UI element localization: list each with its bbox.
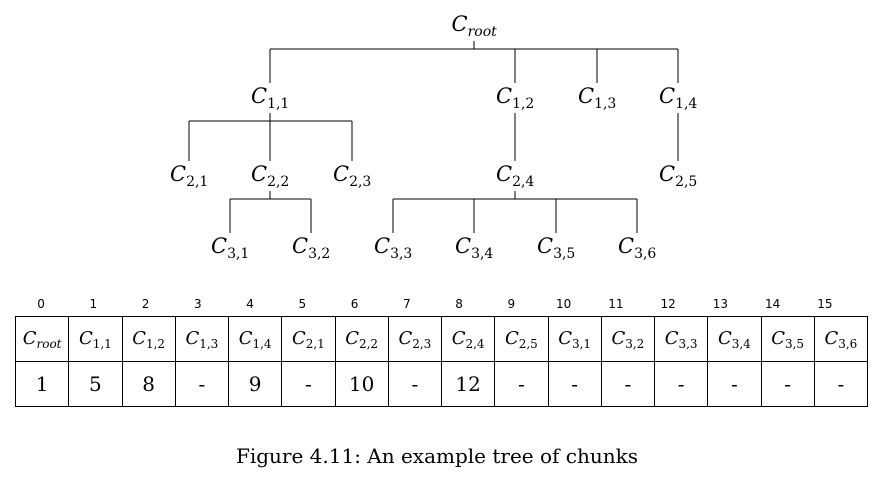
tree-node-c14: C1,4 [659,83,698,112]
table-index-label: 10 [555,297,572,311]
chunk-value-cell: 8 [121,361,176,407]
table-index-label: 7 [403,297,411,311]
chunk-value-cell: - [547,361,602,407]
chunk-name-cell: C2,1 [281,316,336,362]
figure-caption: Figure 4.11: An example tree of chunks [235,444,639,468]
chunk-name-cell: C3,6 [813,316,869,362]
table-index-label: 12 [660,297,676,311]
chunk-value-cell: - [813,361,869,407]
tree-node-c31: C3,1 [211,233,250,262]
chunk-value-cell: 1 [14,361,70,407]
table-index-label: 15 [817,297,833,311]
chunk-value-cell: - [600,361,656,407]
chunk-value-cell: - [760,361,815,407]
tree-node-c13: C1,3 [578,83,617,112]
table-index-label: 13 [712,297,729,311]
tree-node-c21: C2,1 [170,161,209,190]
tree-node-root: Croot [451,11,497,40]
tree-node-c12: C1,2 [496,83,535,112]
chunk-name-cell: C1,2 [121,316,176,362]
chunk-value-cell: - [387,361,443,407]
tree-node-c36: C3,6 [618,233,657,262]
chunk-value-cell: - [174,361,230,407]
table-index-label: 3 [194,297,202,311]
chunk-name-cell: C3,4 [707,316,762,362]
table-index-label: 9 [507,297,516,311]
chunk-name-cell: C3,1 [547,316,602,362]
chunk-name-cell: C2,2 [334,316,389,362]
table-index-label: 2 [141,297,150,311]
tree-node-c32: C3,2 [292,233,331,262]
chunk-name-cell: C2,3 [387,316,443,362]
tree-node-c24: C2,4 [496,161,535,190]
tree-node-c33: C3,3 [374,233,413,262]
table-index-label: 6 [350,297,359,311]
table-index-label: 5 [298,297,307,311]
chunk-value-cell: 10 [334,361,389,407]
chunk-name-cell: C3,3 [653,316,709,362]
table-index-label: 4 [246,297,254,311]
chunk-name-cell: C1,4 [227,316,283,362]
chunk-name-cell: C2,5 [494,316,549,362]
chunk-value-cell: - [494,361,549,407]
chunk-tree-diagram [188,41,679,233]
tree-node-c22: C2,2 [251,161,290,190]
tree-node-c34: C3,4 [455,233,494,262]
chunk-value-cell: - [281,361,336,407]
chunk-name-cell: Croot [14,316,70,362]
chunk-value-cell: - [707,361,762,407]
tree-node-c25: C2,5 [659,161,698,190]
tree-node-c23: C2,3 [333,161,372,190]
table-index-label: 14 [764,297,781,311]
tree-node-c11: C1,1 [251,83,290,112]
chunk-value-cell: - [653,361,709,407]
table-index-label: 11 [608,297,624,311]
chunk-name-cell: C2,4 [440,316,496,362]
chunk-name-cell: C3,2 [600,316,656,362]
table-index-label: 1 [89,297,98,311]
table-index-label: 8 [455,297,463,311]
chunk-value-cell: 9 [227,361,283,407]
table-index-label: 0 [37,297,45,311]
chunk-value-cell: 5 [68,361,123,407]
chunk-name-cell: C1,1 [68,316,123,362]
chunk-name-cell: C3,5 [760,316,815,362]
chunk-name-cell: C1,3 [174,316,230,362]
chunk-value-cell: 12 [440,361,496,407]
tree-node-c35: C3,5 [537,233,576,262]
